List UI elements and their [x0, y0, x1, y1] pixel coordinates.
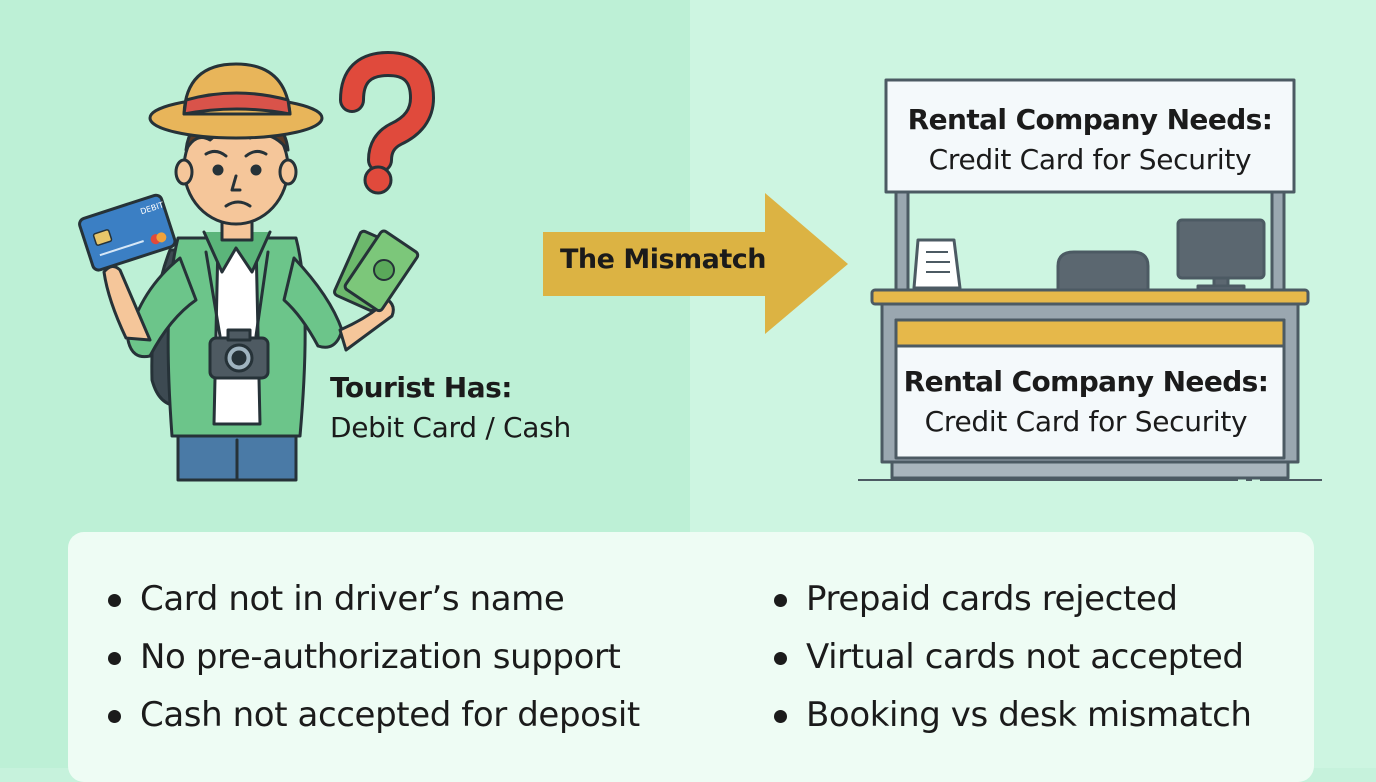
- arrow-label: The Mismatch: [560, 244, 767, 275]
- mismatch-arrow: [543, 193, 848, 334]
- camera-icon: [208, 328, 270, 380]
- sign-top-bold: Rental Company Needs:: [907, 103, 1273, 136]
- list-item: Card not in driver’s name: [106, 570, 640, 628]
- tourist-label-bold: Tourist Has:: [330, 371, 512, 404]
- sign-top-regular: Credit Card for Security: [928, 143, 1252, 176]
- list-item: Virtual cards not accepted: [772, 628, 1252, 686]
- sign-front-bold: Rental Company Needs:: [903, 365, 1269, 398]
- rental-desk: [870, 78, 1310, 480]
- list-item: Booking vs desk mismatch: [772, 686, 1252, 744]
- list-item: Prepaid cards rejected: [772, 570, 1252, 628]
- document-icon: [912, 238, 962, 290]
- monitor-icon: [1176, 218, 1266, 294]
- list-item: Cash not accepted for deposit: [106, 686, 640, 744]
- tourist-label: Tourist Has: Debit Card / Cash: [330, 368, 571, 448]
- sign-front-regular: Credit Card for Security: [924, 405, 1248, 438]
- debit-card-icon: DEBIT: [78, 193, 177, 272]
- list-item: No pre-authorization support: [106, 628, 640, 686]
- issues-list-right: Prepaid cards rejected Virtual cards not…: [772, 570, 1252, 744]
- sign-front: Rental Company Needs: Credit Card for Se…: [884, 362, 1288, 442]
- cash-icon: [333, 229, 420, 313]
- issues-box: [68, 532, 1314, 782]
- sign-top: Rental Company Needs: Credit Card for Se…: [888, 100, 1292, 180]
- question-mark-icon: [339, 50, 436, 195]
- issues-list-left: Card not in driver’s name No pre-authori…: [106, 570, 640, 744]
- tourist-label-regular: Debit Card / Cash: [330, 411, 571, 444]
- illustration: DEBIT: [78, 50, 1322, 482]
